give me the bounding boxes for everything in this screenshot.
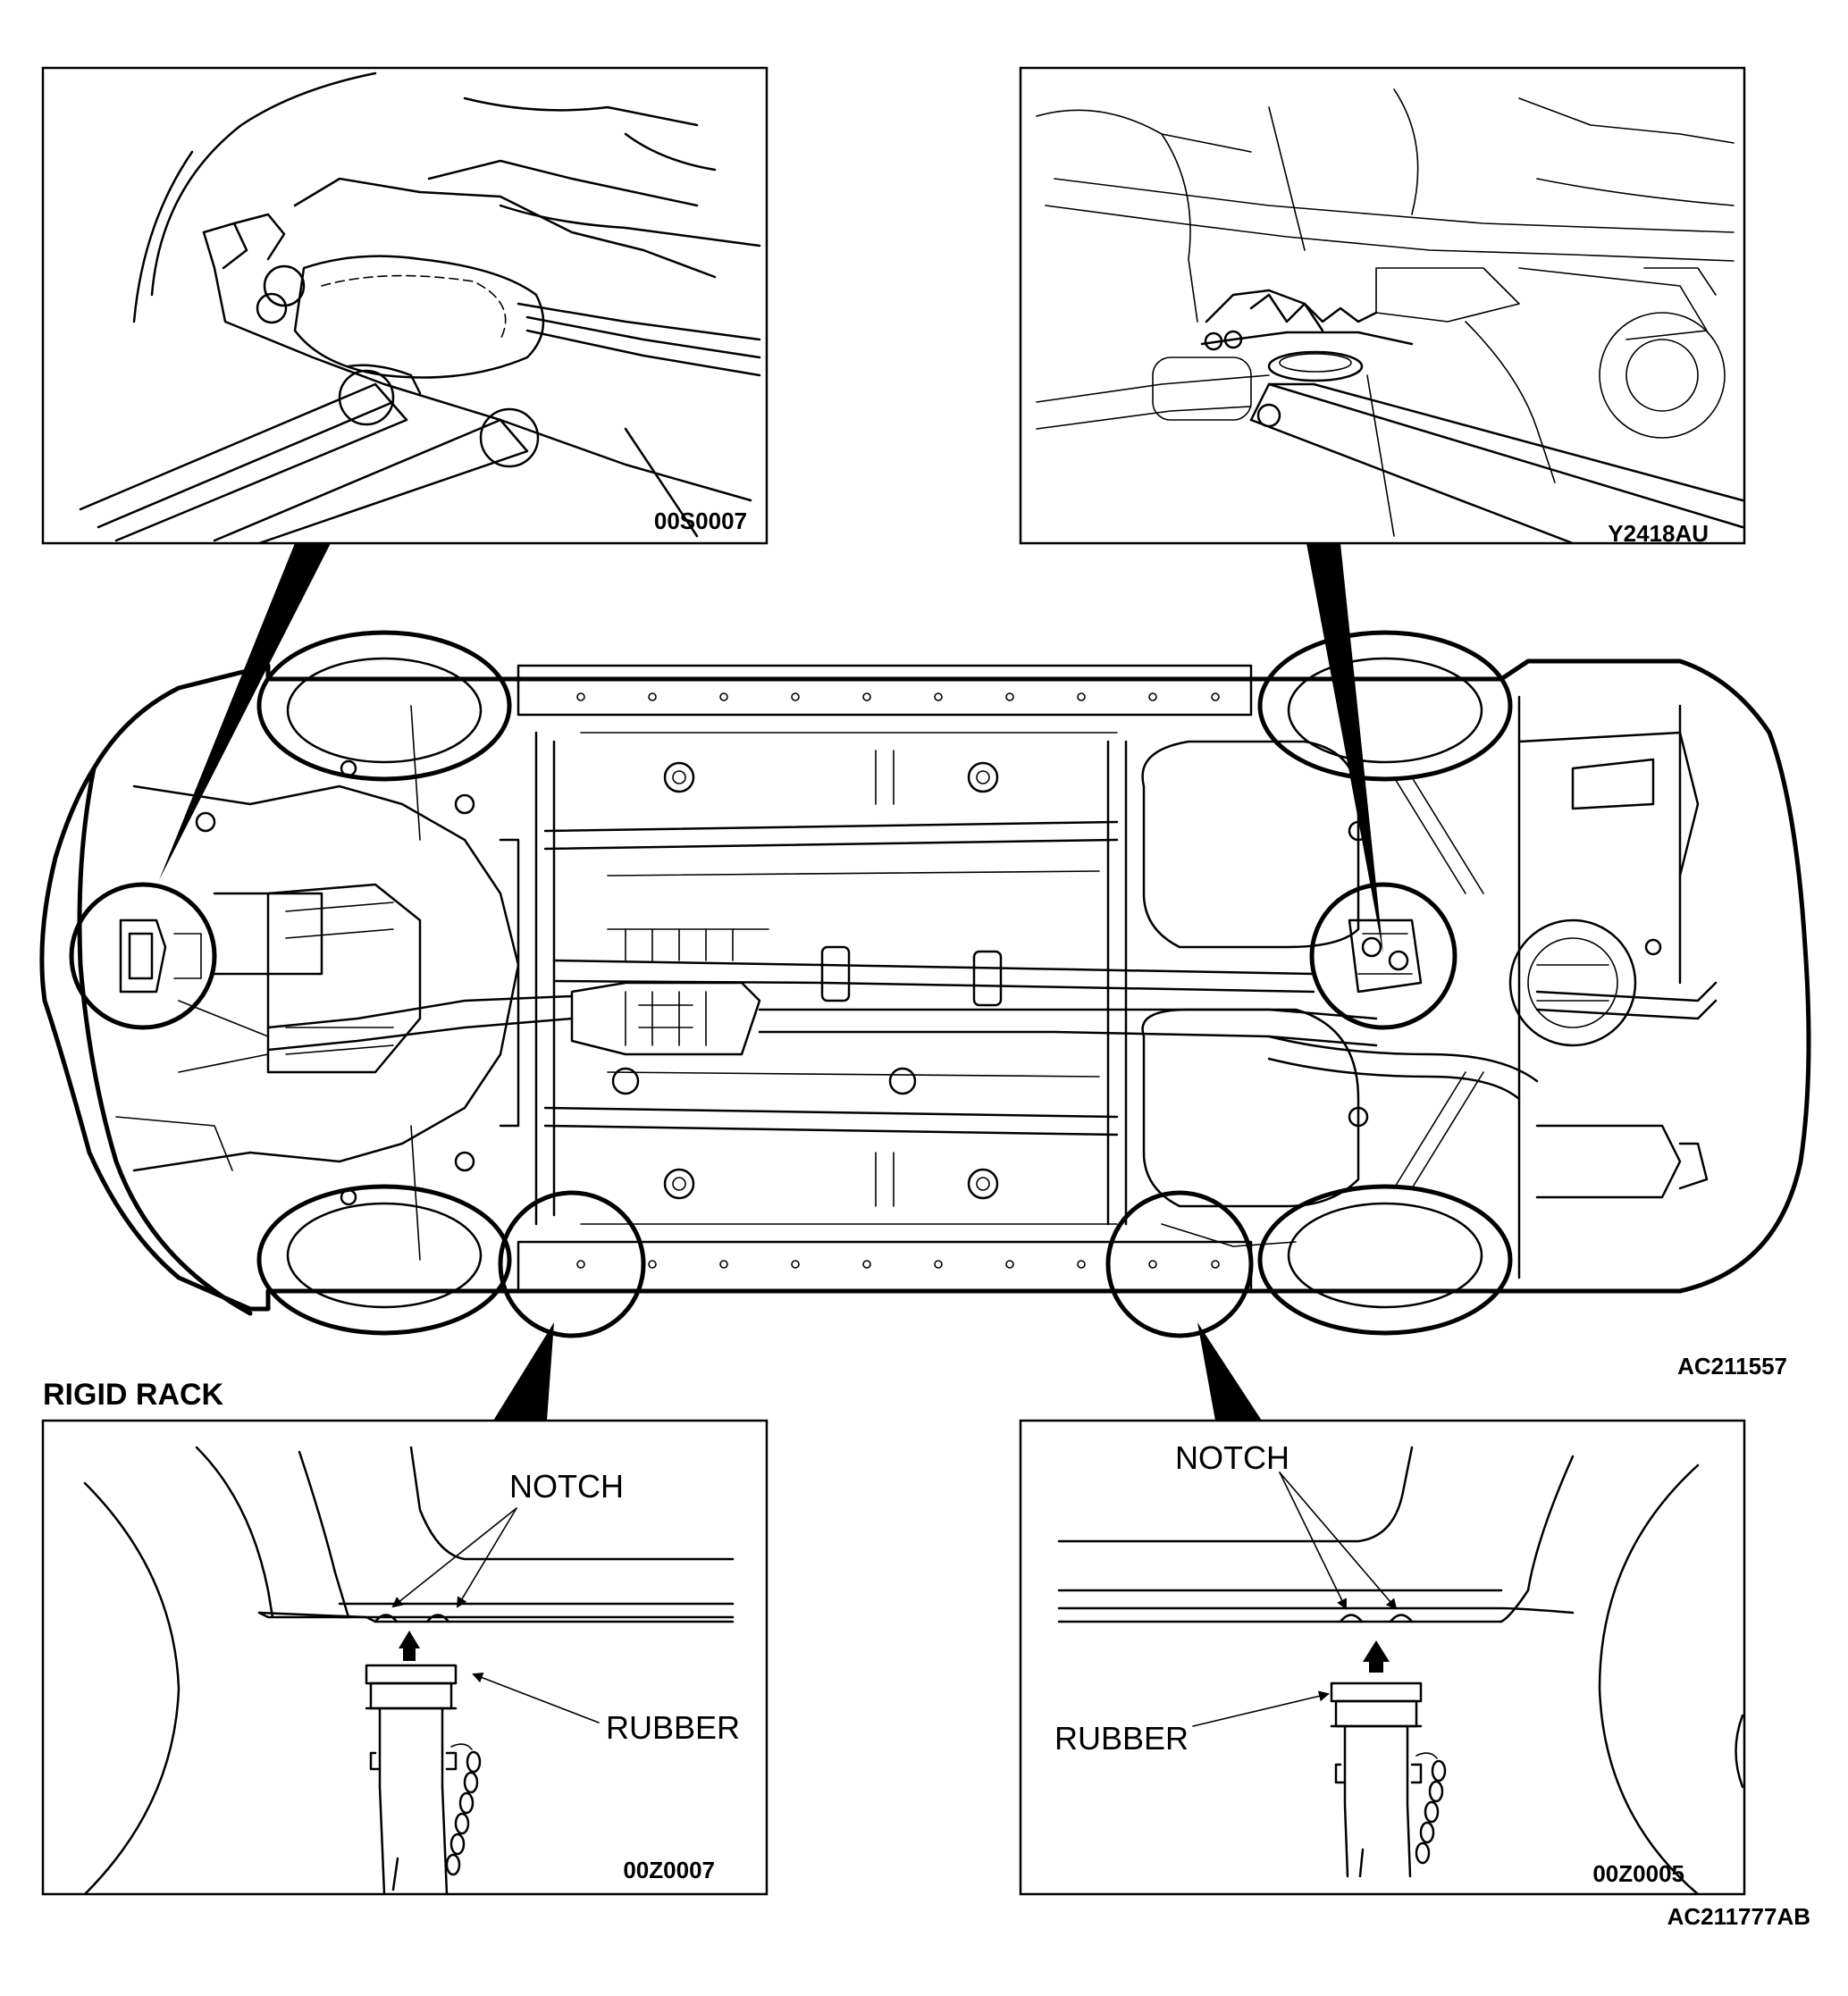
panel-code-top-right: Y2418AU: [1608, 520, 1709, 547]
panel-front-jack-point: 00S0007: [41, 66, 769, 545]
notch-label-left: NOTCH: [509, 1468, 624, 1505]
floor-drain-holes: [611, 761, 999, 1200]
left-sill-notch-circle: [498, 1190, 646, 1338]
panel-code-bottom-left: 00Z0007: [623, 1857, 715, 1883]
right-sill-notch-circle: [1105, 1190, 1254, 1338]
wedge-left-sill-notch: [493, 1322, 554, 1421]
exhaust-system: [266, 981, 1539, 1101]
wedge-right-sill-notch: [1197, 1322, 1262, 1421]
section-heading: RIGID RACK: [43, 1378, 224, 1412]
safety-chain: [1415, 1752, 1447, 1865]
panel-rear-jack-point: Y2418AU: [1019, 66, 1746, 547]
panel-code-bottom-right: 00Z0005: [1592, 1860, 1684, 1887]
body-outline: [39, 658, 1811, 1312]
sill-holes: [576, 692, 1220, 1269]
front-subframe: [115, 705, 520, 1261]
rear-lift-point-circle: [1309, 882, 1457, 1030]
front-lift-point-circle: [69, 882, 217, 1030]
wedge-front-lift-point: [159, 543, 331, 880]
lift-point-circles: [69, 882, 1457, 1338]
main-figure-code: AC211557: [1677, 1353, 1787, 1380]
wedge-rear-lift-point: [1306, 543, 1383, 954]
notch-label-right: NOTCH: [1175, 1439, 1289, 1476]
rubber-label-right: RUBBER: [1054, 1720, 1189, 1757]
tire-front-left: [256, 630, 512, 782]
tires: [256, 630, 1513, 1336]
panel-rigid-rack-left: NOTCH RUBBER 00Z0007: [41, 1419, 769, 1896]
rear-suspension: [1106, 695, 1718, 1279]
tire-rear-left: [1257, 630, 1513, 782]
safety-chain: [445, 1743, 482, 1876]
vehicle-underbody: AC211557: [39, 630, 1811, 1380]
driveshaft: [552, 928, 1315, 1007]
tire-rear-right: [1257, 1184, 1513, 1336]
tire-front-right: [256, 1184, 512, 1336]
rubber-label-left: RUBBER: [606, 1709, 740, 1746]
panel-rigid-rack-right: NOTCH RUBBER 00Z0005: [1019, 1419, 1746, 1896]
panel-code-top-left: 00S0007: [654, 507, 747, 534]
document-code: AC211777AB: [1667, 1903, 1810, 1930]
